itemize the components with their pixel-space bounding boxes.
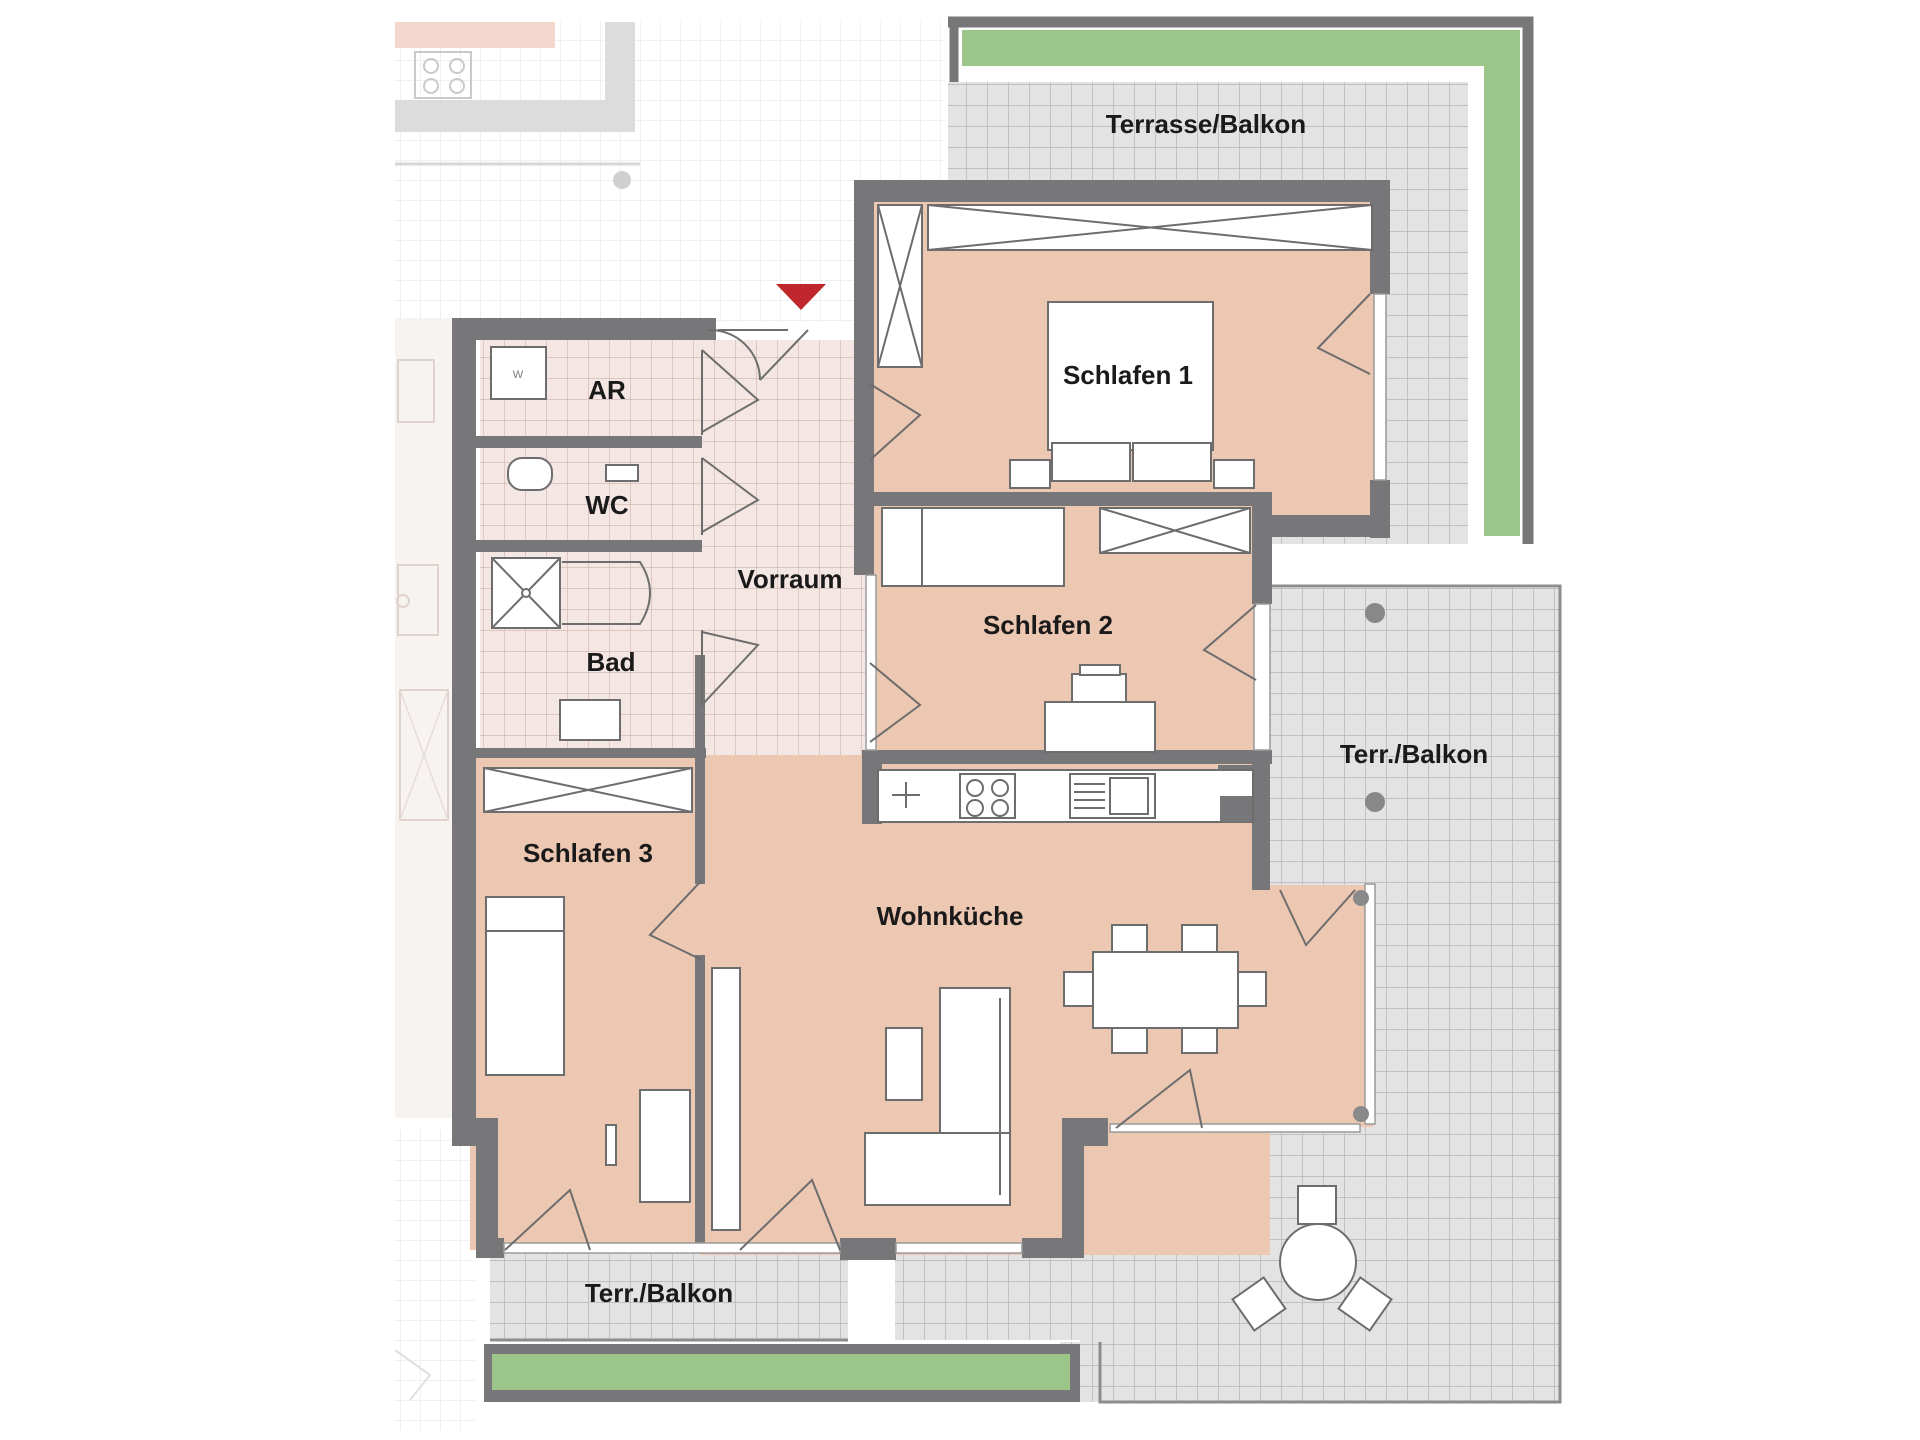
label-terr-balkon-bottom: Terr./Balkon xyxy=(585,1278,733,1308)
room-labels: Terrasse/Balkon AR WC Bad Vorraum Schlaf… xyxy=(523,109,1488,1308)
neighbour-area xyxy=(394,22,945,1430)
label-schlafen-1: Schlafen 1 xyxy=(1063,360,1193,390)
washer-letter: W xyxy=(513,369,524,381)
doors xyxy=(504,293,1371,1251)
label-wc: WC xyxy=(585,490,629,520)
windows xyxy=(503,293,1387,1254)
label-terr-balkon-right: Terr./Balkon xyxy=(1340,739,1488,769)
label-schlafen-2: Schlafen 2 xyxy=(983,610,1113,640)
label-wohnkueche: Wohnküche xyxy=(877,901,1024,931)
label-ar: AR xyxy=(588,375,626,405)
fixtures xyxy=(483,204,1393,1332)
label-bad: Bad xyxy=(586,647,635,677)
terrace-bottom xyxy=(484,1248,1105,1402)
walls xyxy=(452,180,1390,1260)
label-vorraum: Vorraum xyxy=(738,564,843,594)
label-schlafen-3: Schlafen 3 xyxy=(523,838,653,868)
entrance-marker-icon xyxy=(776,284,826,310)
label-terrasse-balkon: Terrasse/Balkon xyxy=(1106,109,1306,139)
